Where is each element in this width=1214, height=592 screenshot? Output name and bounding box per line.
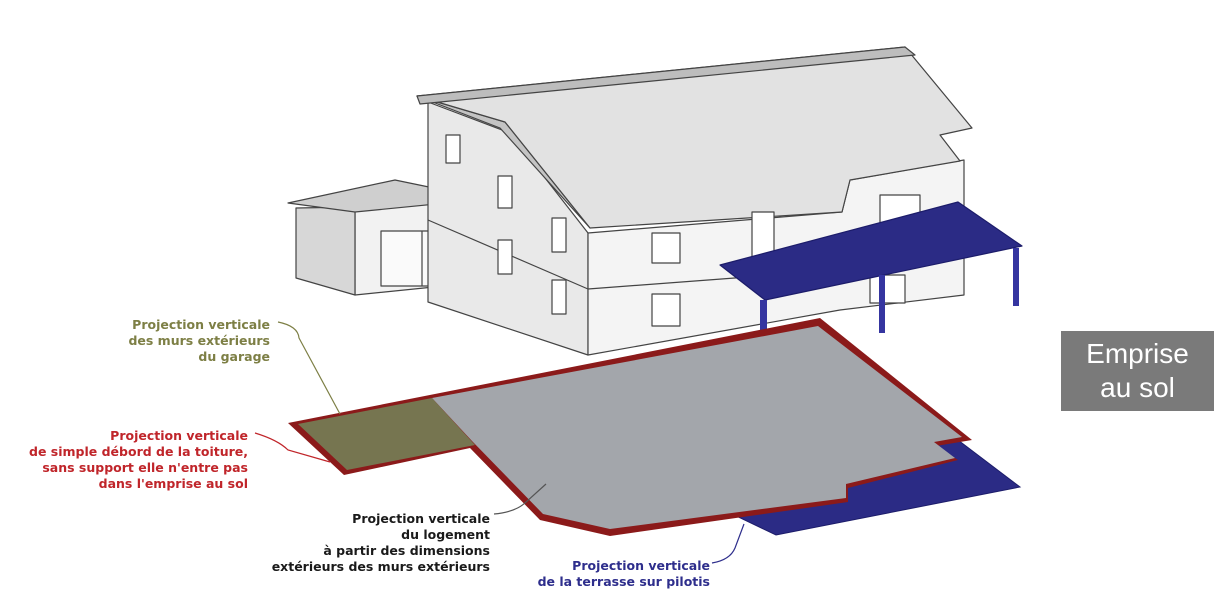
terrace-deck bbox=[719, 201, 1023, 301]
garage-side-wall bbox=[295, 206, 356, 296]
leader-housing bbox=[493, 483, 547, 515]
label-housing-projection: Projection verticale du logement à parti… bbox=[271, 511, 490, 574]
badge-line-1: Emprise bbox=[1086, 338, 1189, 369]
window bbox=[651, 293, 681, 327]
garage-footprint bbox=[298, 398, 475, 470]
label-terrace-projection: Projection verticale de la terrasse sur … bbox=[537, 558, 710, 589]
leader-terrace bbox=[711, 523, 745, 564]
window bbox=[497, 175, 513, 209]
house-3d bbox=[287, 46, 1023, 358]
house-roof-main bbox=[416, 46, 973, 229]
window bbox=[651, 232, 681, 264]
leader-roof bbox=[254, 432, 331, 463]
window bbox=[551, 217, 567, 253]
emprise-au-sol-badge: Emprise au sol bbox=[1061, 331, 1214, 411]
leader-lines bbox=[254, 321, 745, 564]
window bbox=[445, 134, 461, 164]
label-roof-overhang-projection: Projection verticale de simple débord de… bbox=[29, 428, 248, 491]
window bbox=[551, 279, 567, 315]
badge-line-2: au sol bbox=[1100, 372, 1175, 403]
house-roof-eave bbox=[416, 46, 916, 105]
terrace-post bbox=[879, 275, 885, 333]
leader-garage bbox=[277, 321, 341, 415]
terrace-post bbox=[760, 300, 767, 358]
window bbox=[869, 274, 906, 304]
terrace-post bbox=[1013, 248, 1019, 306]
ground-footprint bbox=[288, 318, 1022, 536]
housing-footprint bbox=[432, 326, 962, 529]
label-garage-projection: Projection verticale des murs extérieurs… bbox=[128, 317, 270, 364]
window bbox=[497, 239, 513, 275]
